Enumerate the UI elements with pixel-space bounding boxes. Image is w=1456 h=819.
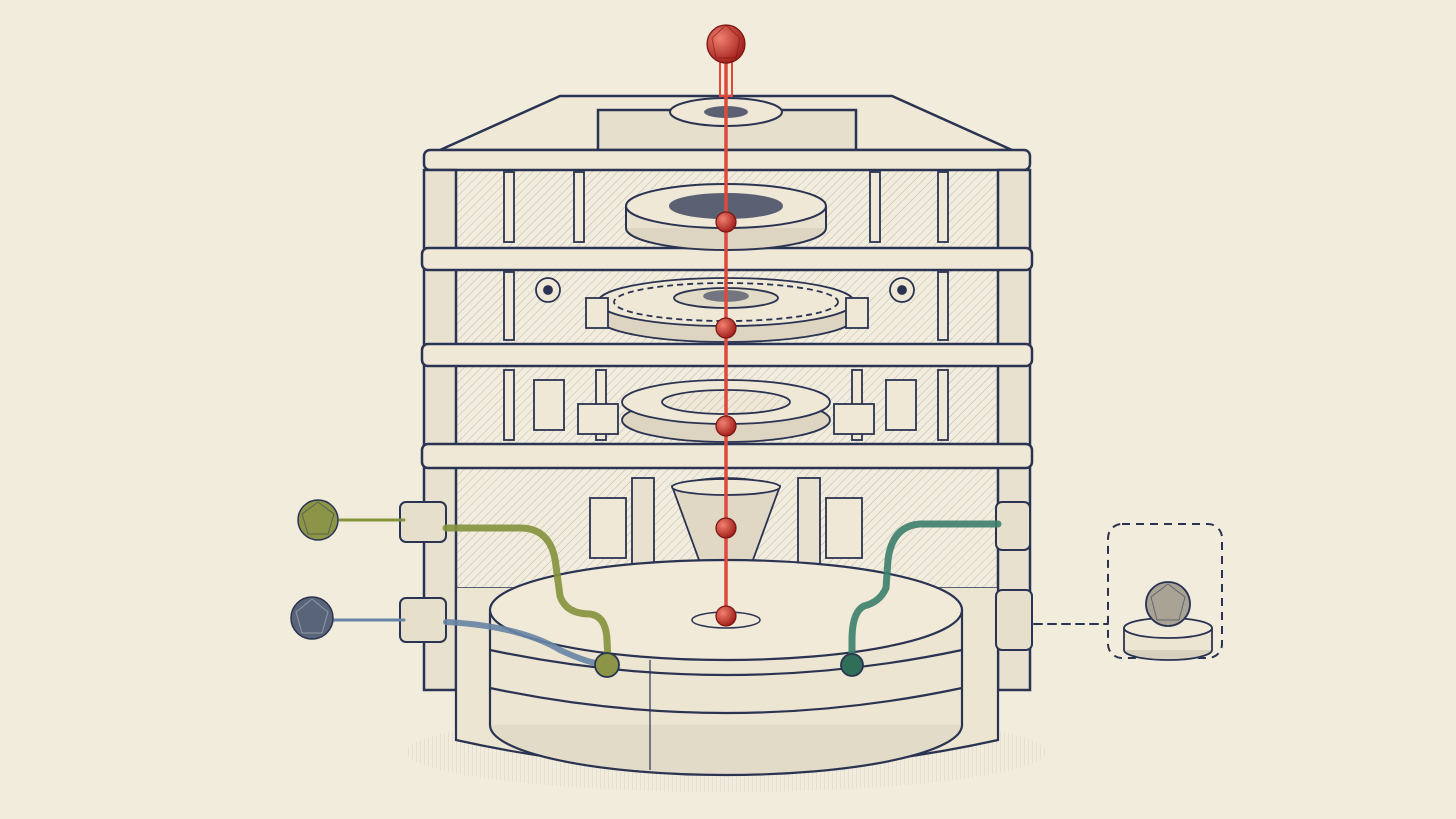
piston	[533, 379, 565, 431]
red-node	[715, 415, 737, 437]
blue-gem-node	[290, 596, 334, 640]
teal-end-node	[840, 653, 864, 677]
post	[573, 171, 585, 243]
dashed-box	[1107, 523, 1223, 659]
olive-end-node	[594, 652, 620, 678]
port-fitting-blue	[399, 597, 447, 643]
olive-conduit	[442, 524, 612, 666]
piston	[885, 379, 917, 431]
piston	[825, 497, 863, 559]
conduits	[332, 518, 1109, 668]
post	[869, 171, 881, 243]
post	[937, 171, 949, 243]
teal-conduit	[848, 520, 1002, 668]
red-node	[715, 211, 737, 233]
post	[503, 171, 515, 243]
red-base-node	[715, 605, 737, 627]
detached-module	[1107, 523, 1223, 661]
blue-conduit	[443, 619, 607, 667]
post	[503, 369, 515, 441]
side-nodes	[290, 499, 864, 678]
port-fitting-olive	[399, 501, 447, 543]
post	[937, 369, 949, 441]
post	[937, 271, 949, 341]
central-axis	[669, 44, 783, 616]
post	[503, 271, 515, 341]
port-fitting-right	[995, 589, 1033, 651]
red-node	[715, 517, 737, 539]
port-fitting-teal	[995, 501, 1031, 551]
port-fittings	[399, 501, 1033, 651]
red-node	[715, 317, 737, 339]
piston	[589, 497, 627, 559]
axis-nodes	[706, 24, 746, 627]
gem-on-pedestal-icon	[1123, 581, 1213, 661]
